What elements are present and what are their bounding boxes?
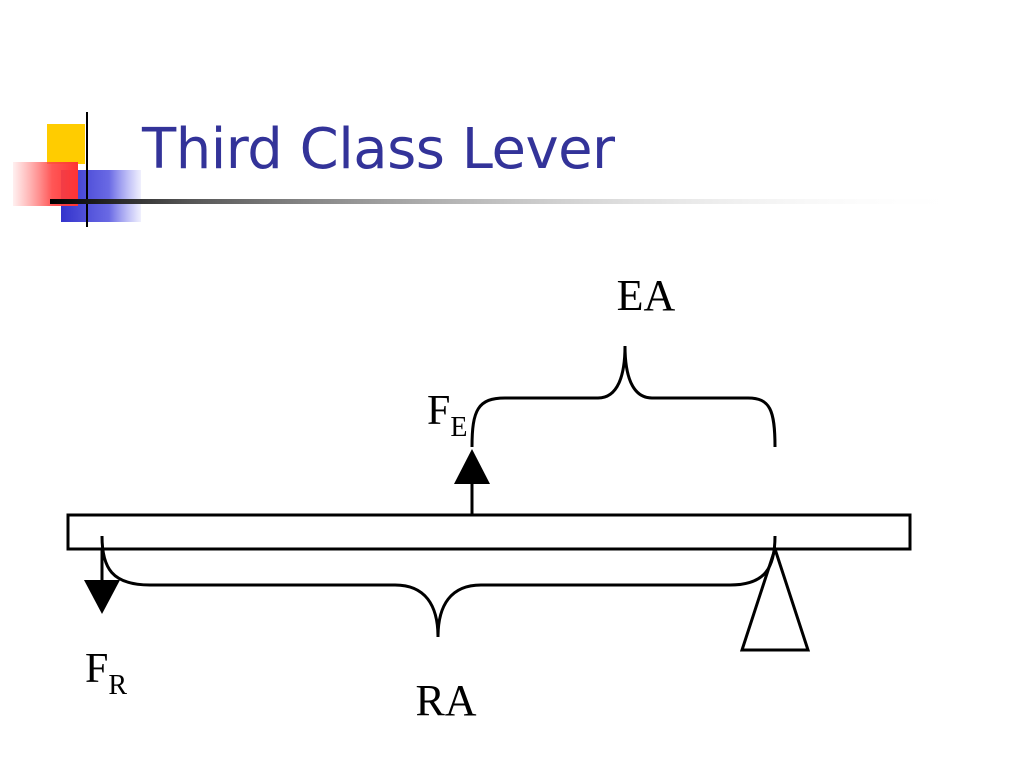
resistance-force-label: FR — [85, 646, 127, 701]
effort-force-label: FE — [427, 388, 467, 443]
effort-force-symbol: F — [427, 388, 450, 434]
lever-beam — [66, 513, 912, 551]
resistance-arm-label: RA — [415, 676, 476, 725]
resistance-force-subscript: R — [108, 670, 127, 701]
down-arrow-icon — [84, 549, 120, 614]
fulcrum-triangle-icon — [739, 544, 811, 652]
resistance-force-symbol: F — [85, 646, 108, 692]
up-arrow-icon — [454, 449, 490, 515]
resistance-arm-brace — [100, 535, 777, 638]
effort-arm-label: EA — [617, 271, 676, 320]
slide-title: Third Class Lever — [142, 117, 615, 182]
effort-force-subscript: E — [450, 412, 467, 443]
effort-arm-brace — [470, 345, 777, 448]
